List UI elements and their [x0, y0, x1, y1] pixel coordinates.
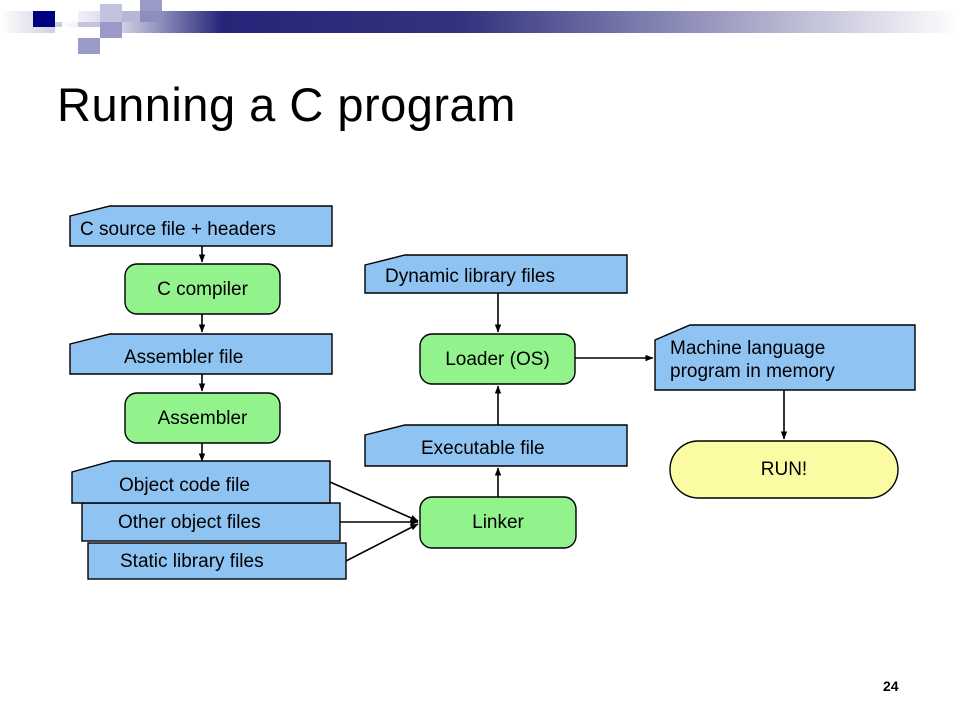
node-machine-language [654, 324, 916, 391]
node-assembler-file [69, 333, 333, 375]
node-assembler [124, 392, 281, 444]
node-c-source [69, 205, 333, 247]
node-linker [419, 496, 577, 549]
edge-static-library-to-linker [345, 523, 419, 562]
node-object-code-file [71, 460, 331, 504]
node-static-library [87, 542, 347, 580]
node-dynamic-library [364, 254, 628, 294]
node-run [669, 440, 899, 499]
node-other-object [81, 502, 341, 542]
node-loader-os [419, 333, 576, 385]
page-title: Running a C program [57, 78, 516, 131]
page-number: 24 [883, 678, 899, 694]
edge-object-code-file-to-linker [329, 481, 419, 522]
node-c-compiler [124, 263, 281, 315]
node-executable-file [364, 424, 628, 467]
